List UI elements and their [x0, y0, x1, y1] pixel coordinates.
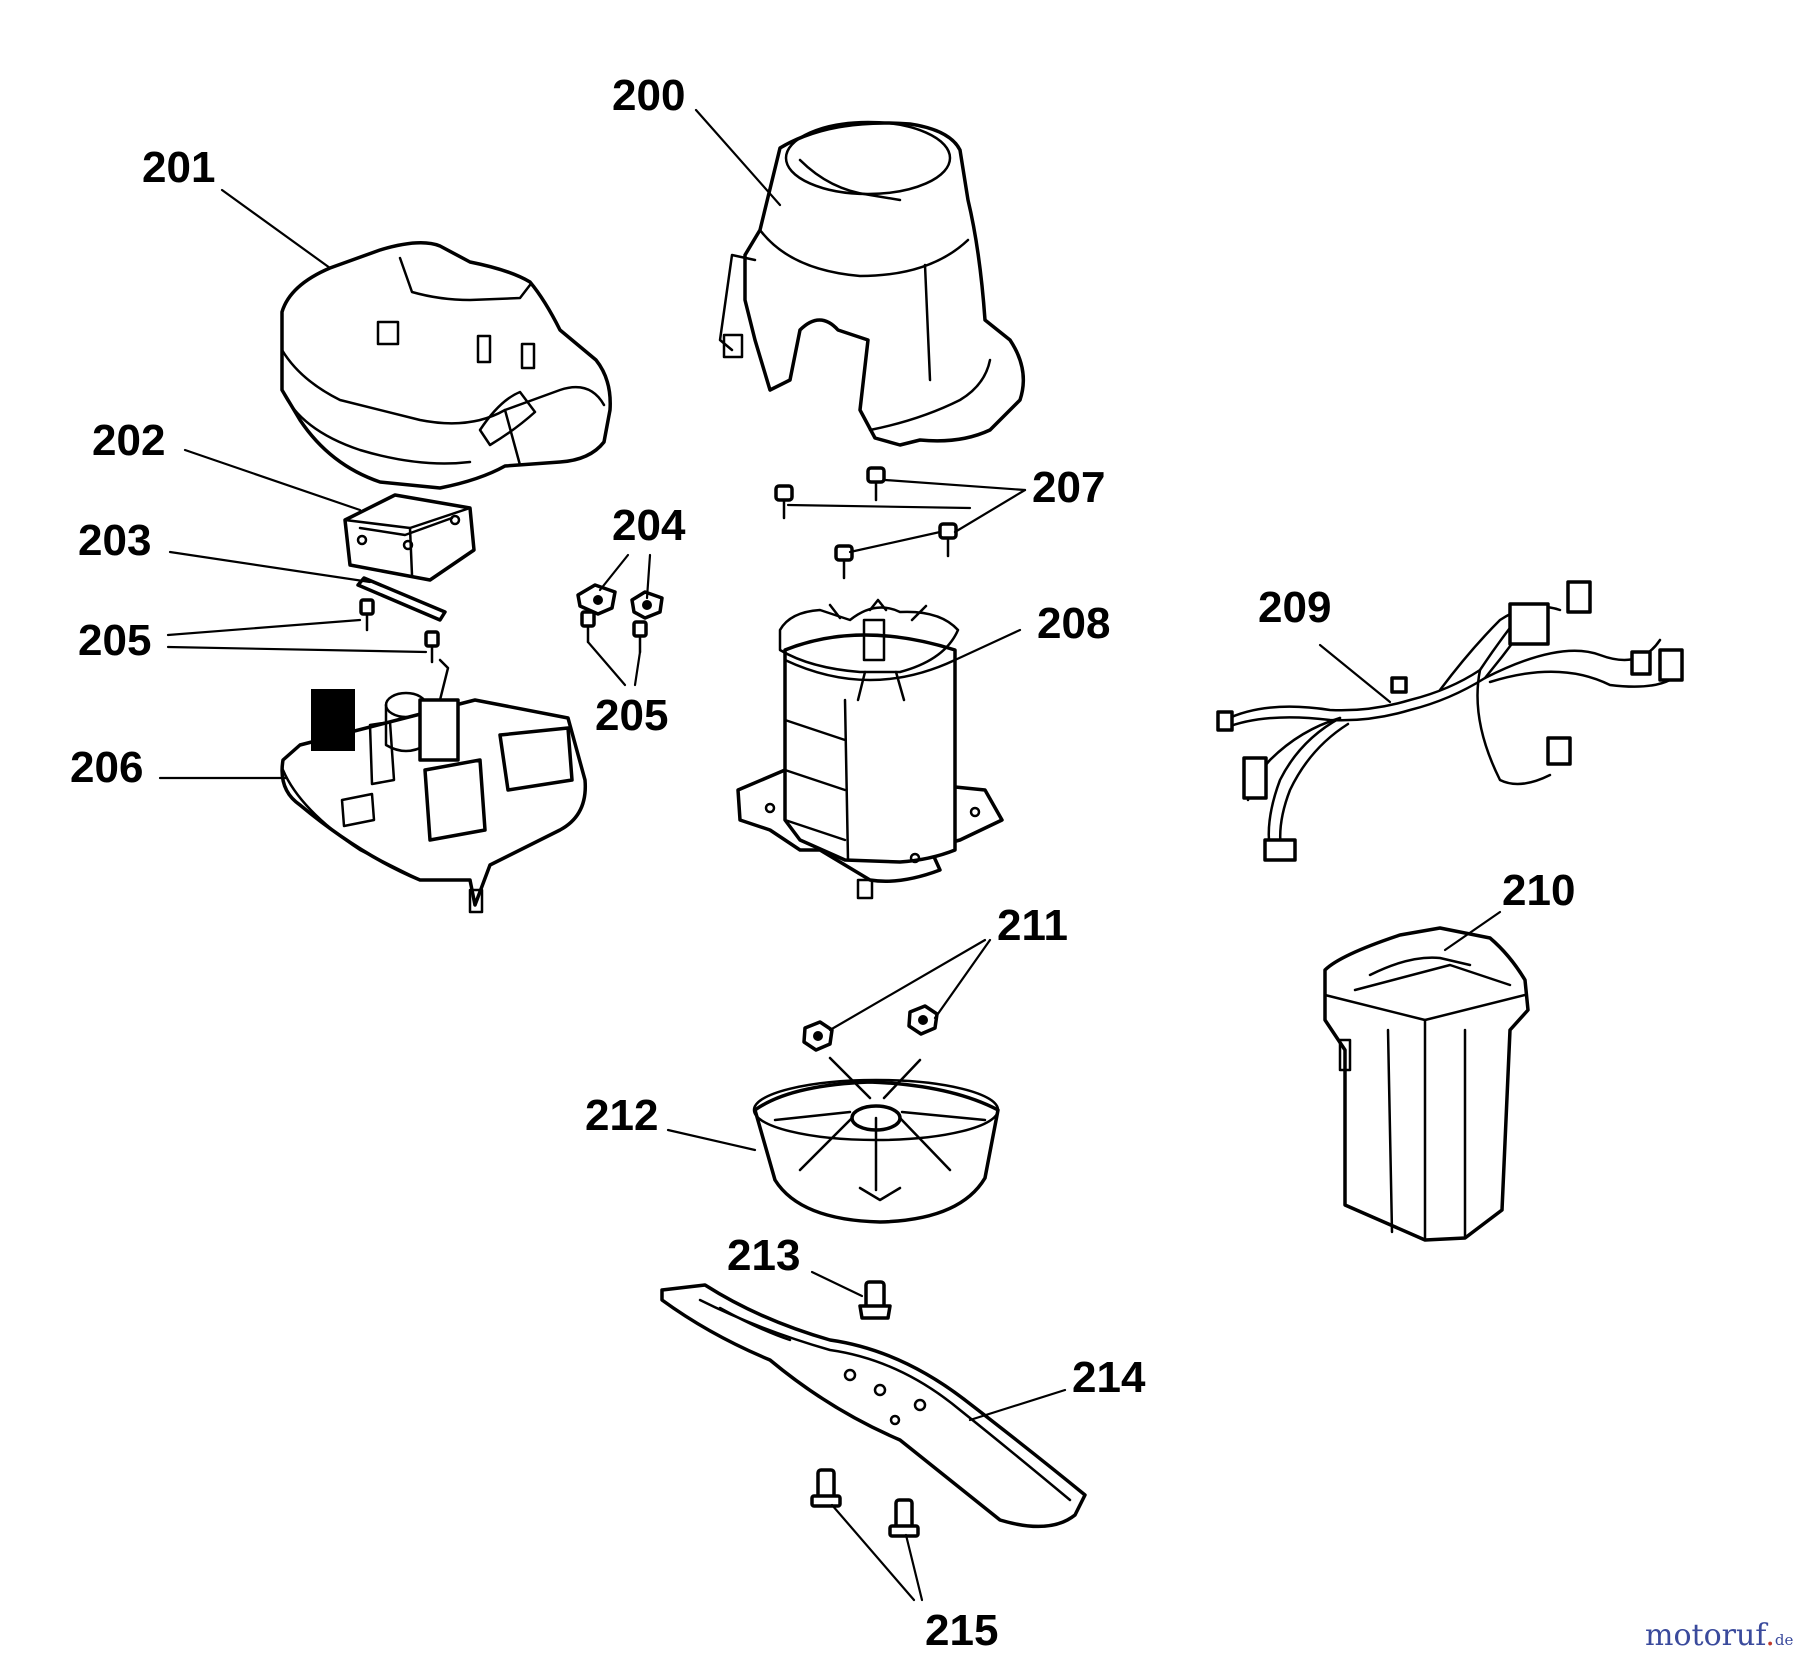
- watermark: motoruf.de: [1645, 1618, 1793, 1653]
- part-211-nuts: [802, 1004, 939, 1052]
- label-205-middle: 205: [595, 691, 668, 740]
- part-208-motor: [736, 598, 1004, 900]
- part-205-screws-middle: [580, 610, 648, 654]
- label-211: 211: [997, 901, 1068, 950]
- label-213: 213: [727, 1231, 800, 1280]
- part-212-fan: [752, 1056, 1000, 1224]
- part-213-blade-bolt: [858, 1280, 892, 1320]
- label-214: 214: [1072, 1353, 1146, 1402]
- label-208: 208: [1037, 599, 1110, 648]
- part-214-blade: [660, 1283, 1087, 1529]
- label-206: 206: [70, 743, 143, 792]
- part-200-motor-housing: [718, 120, 1026, 447]
- label-200: 200: [612, 71, 685, 120]
- label-215: 215: [925, 1606, 998, 1655]
- watermark-dot: .: [1765, 1618, 1775, 1653]
- label-207: 207: [1032, 463, 1105, 512]
- part-215-bolts: [810, 1468, 920, 1538]
- label-212: 212: [585, 1091, 658, 1140]
- label-204: 204: [612, 501, 686, 550]
- label-205-left: 205: [78, 616, 151, 665]
- part-209-wiring-harness: [1216, 580, 1684, 862]
- part-204-clips: [576, 583, 664, 620]
- label-201: 201: [142, 143, 215, 192]
- part-210-battery: [1323, 926, 1530, 1242]
- label-210: 210: [1502, 866, 1575, 915]
- watermark-tld: de: [1774, 1631, 1794, 1649]
- part-207-screws: [774, 466, 958, 580]
- part-206-control-board: [280, 658, 588, 914]
- label-203: 203: [78, 516, 151, 565]
- part-205-screws-left: [359, 598, 440, 664]
- label-202: 202: [92, 416, 165, 465]
- part-202-transformer: [343, 493, 476, 582]
- part-201-cover: [280, 241, 612, 490]
- watermark-main: motoruf: [1645, 1618, 1766, 1653]
- leader-lines: [158, 108, 1502, 1602]
- part-labels: 200 201 202 203 204 205 205 206 207 208 …: [70, 71, 1575, 1655]
- label-209: 209: [1258, 583, 1331, 632]
